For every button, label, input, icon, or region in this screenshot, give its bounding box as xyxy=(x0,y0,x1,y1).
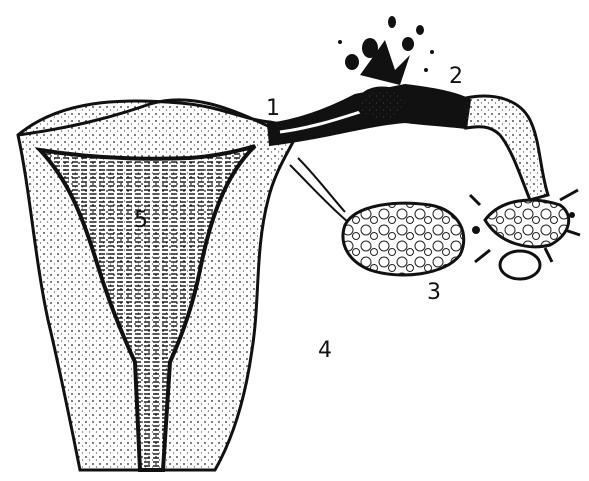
label-1: 1 xyxy=(266,98,280,120)
fimbriae-top xyxy=(338,16,434,85)
label-5: 5 xyxy=(134,210,148,232)
ovary xyxy=(343,203,464,275)
label-2: 2 xyxy=(449,66,463,88)
ovarian-ligament xyxy=(290,158,348,222)
ovum-in-tube xyxy=(358,88,406,120)
fimbriae-bottom xyxy=(470,190,580,279)
tube-ampulla xyxy=(466,96,548,200)
label-4: 4 xyxy=(318,340,332,362)
label-3: 3 xyxy=(427,282,441,304)
